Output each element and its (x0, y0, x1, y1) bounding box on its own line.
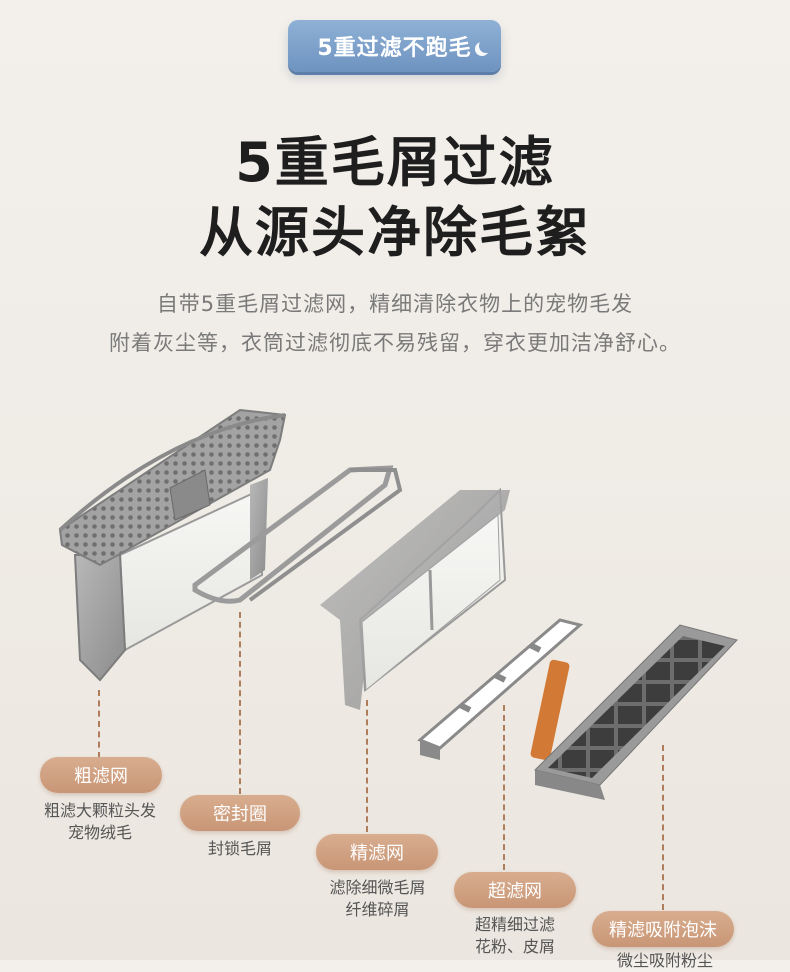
description-line1: 自带5重毛屑过滤网，精细清除衣物上的宠物毛发 (156, 292, 634, 316)
label-coarse-filter: 粗滤网 (40, 757, 162, 793)
label-seal-ring: 密封圈 (180, 795, 300, 831)
headline-line2: 从源头净除毛絮 (199, 201, 591, 264)
caption-line: 封锁毛屑 (207, 839, 272, 858)
caption-line: 微尘吸附粉尘 (616, 951, 713, 970)
caption-line: 宠物绒毛 (67, 823, 132, 842)
caption-line: 纤维碎屑 (345, 900, 410, 919)
caption-line: 花粉、皮屑 (474, 937, 555, 956)
seal-ring-art (192, 465, 403, 604)
headline-line1: 5重毛屑过滤 (235, 131, 555, 194)
caption-fine-filter: 滤除细微毛屑 纤维碎屑 (300, 877, 455, 921)
coarse-filter-art (58, 408, 287, 682)
caption-foam-filter: 微尘吸附粉尘 (590, 950, 740, 972)
description-line2: 附着灰尘等，衣筒过滤彻底不易残留，穿衣更加洁净舒心。 (109, 331, 681, 355)
badge-label: 5重过滤不跑毛 (317, 36, 472, 61)
connector-line-5 (662, 745, 664, 910)
caption-ultra-filter: 超精细过滤 花粉、皮屑 (444, 914, 586, 958)
caption-line: 超精细过滤 (474, 915, 555, 934)
foam-filter-art (534, 624, 738, 800)
caption-line: 滤除细微毛屑 (329, 878, 426, 897)
connector-line-4 (503, 705, 505, 870)
ultra-filter-art (417, 618, 584, 761)
fine-filter-art (320, 487, 510, 710)
connector-line-3 (366, 700, 368, 832)
connector-line-2 (239, 612, 241, 794)
caption-seal-ring: 封锁毛屑 (170, 838, 310, 860)
caption-coarse-filter: 粗滤大颗粒头发 宠物绒毛 (10, 800, 190, 844)
label-ultra-filter: 超滤网 (454, 872, 576, 908)
caption-line: 粗滤大颗粒头发 (43, 801, 156, 820)
label-fine-filter: 精滤网 (316, 834, 438, 870)
connector-line-1 (98, 690, 100, 758)
label-foam-filter: 精滤吸附泡沫 (592, 911, 734, 947)
feature-badge: 5重过滤不跑毛 (288, 20, 501, 72)
